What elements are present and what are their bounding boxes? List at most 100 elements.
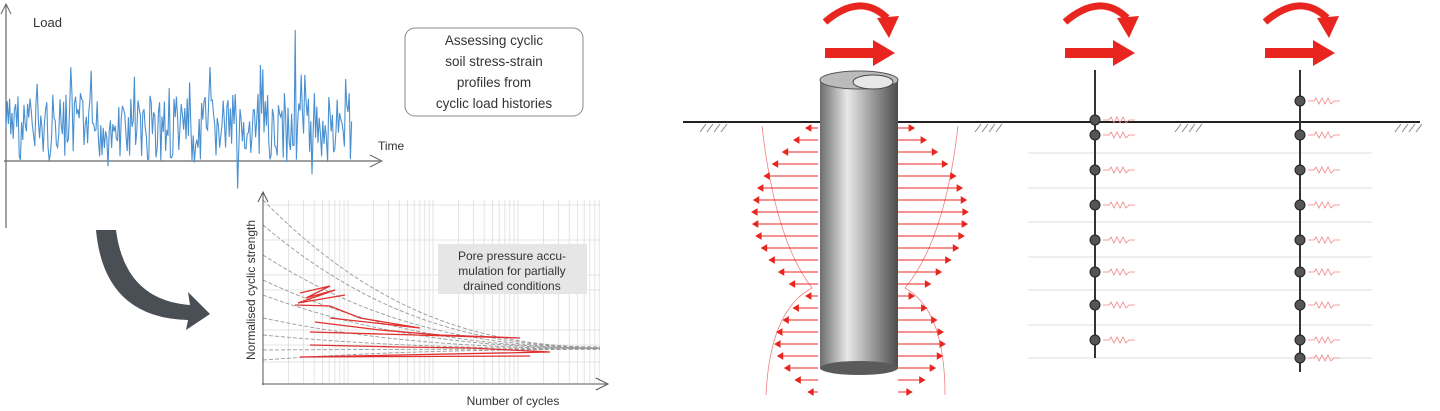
x-axis-label: Number of cycles — [467, 394, 560, 408]
spring-icon — [1308, 166, 1340, 174]
pressure-arrowhead-icon — [962, 208, 969, 216]
strength-curve — [262, 348, 601, 361]
pressure-arrowhead-icon — [788, 280, 796, 288]
note-box — [438, 244, 587, 294]
pressure-arrowhead-icon — [920, 136, 928, 144]
node — [1294, 334, 1306, 346]
pressure-arrowhead-icon — [771, 160, 779, 168]
pressure-arrowhead-icon — [931, 316, 938, 324]
pressure-arrowhead-icon — [807, 388, 814, 396]
pressure-arrowhead-icon — [776, 352, 784, 360]
pore-pressure-path — [299, 344, 551, 358]
hatch-mark — [995, 123, 1003, 133]
pressure-arrowhead-icon — [931, 148, 939, 156]
pressure-arrowhead-icon — [936, 352, 944, 360]
pressure-arrowhead-icon — [782, 316, 789, 324]
pressure-arrowhead-icon — [956, 184, 964, 192]
pressure-arrowhead-icon — [935, 268, 943, 276]
pressure-arrowhead-icon — [961, 220, 969, 228]
pressure-arrowhead-icon — [919, 376, 926, 384]
y-axis-arrow-icon — [0, 2, 12, 15]
spring-icon — [1103, 301, 1135, 309]
pressure-arrowhead-icon — [775, 328, 783, 336]
hatch-mark — [699, 123, 707, 133]
node — [1294, 266, 1306, 278]
spring-icon — [1308, 131, 1340, 139]
moment-arrowhead-icon — [877, 16, 899, 38]
spring-icon — [1308, 336, 1340, 344]
pressure-arrowhead-icon — [958, 232, 965, 240]
pressure-arrowhead-icon — [804, 292, 812, 300]
spring-icon — [1103, 336, 1135, 344]
spring-models — [1028, 70, 1372, 372]
node — [1089, 114, 1101, 126]
pressure-arrowhead-icon — [924, 280, 932, 288]
hatch-mark — [988, 123, 996, 133]
note-line: mulation for partially — [458, 264, 565, 278]
pressure-arrowhead-icon — [941, 160, 949, 168]
hatch-mark — [981, 123, 989, 133]
info-line: Assessing cyclic — [445, 33, 544, 48]
spring-icon — [1308, 301, 1340, 309]
hatch-mark — [706, 123, 714, 133]
force-arrow-icon — [825, 40, 895, 66]
spring-icon — [1103, 268, 1135, 276]
curved-arrow-icon — [96, 230, 210, 330]
moment-arrowhead-icon — [1117, 16, 1139, 38]
pressure-arrowhead-icon — [777, 268, 785, 276]
hatch-mark — [1188, 123, 1196, 133]
pressure-arrowhead-icon — [768, 256, 775, 264]
pile-model — [751, 70, 969, 396]
spring-icon — [1308, 236, 1340, 244]
y-axis-arrow-icon — [257, 190, 269, 203]
moment-arrow-icon — [1062, 2, 1130, 25]
pressure-arrowhead-icon — [921, 304, 928, 312]
pressure-arrowhead-icon — [960, 196, 968, 204]
strength-curve — [262, 224, 601, 348]
x-axis-arrow-icon — [595, 377, 610, 391]
hatch-mark — [1415, 123, 1423, 133]
load-signal — [5, 29, 353, 189]
spring-icon — [1103, 166, 1135, 174]
time-label: Time — [378, 139, 405, 153]
hatch-mark — [1181, 123, 1189, 133]
moment-arrow-icon — [1262, 2, 1330, 25]
pressure-arrowhead-icon — [763, 172, 770, 180]
pressure-arrowhead-icon — [781, 148, 789, 156]
node — [1294, 199, 1306, 211]
info-line: cyclic load histories — [436, 96, 553, 111]
pressure-arrowhead-icon — [950, 172, 957, 180]
hatch-mark — [1394, 123, 1402, 133]
spring-icon — [1308, 201, 1340, 209]
hatch-mark — [1408, 123, 1416, 133]
node — [1294, 164, 1306, 176]
info-box: Assessing cyclic soil stress-strain prof… — [404, 27, 584, 117]
note-line: drained conditions — [463, 279, 560, 293]
pressure-arrowhead-icon — [792, 136, 800, 144]
pore-pressure-path — [294, 304, 421, 329]
hatch-mark — [720, 123, 728, 133]
strength-curve — [262, 279, 601, 349]
hatch-mark — [1401, 123, 1409, 133]
force-arrow-icon — [1065, 40, 1135, 66]
pressure-arrowhead-icon — [792, 304, 799, 312]
pressure-arrowhead-icon — [774, 340, 781, 348]
pressure-arrowhead-icon — [906, 388, 913, 396]
strength-curve — [262, 317, 601, 349]
spring-icon — [1103, 236, 1135, 244]
moment-arrow-icon — [822, 2, 890, 25]
pressure-arrowhead-icon — [751, 208, 758, 216]
node — [1089, 164, 1101, 176]
spring-icon — [1308, 268, 1340, 276]
pore-pressure-path — [297, 285, 346, 304]
pile — [820, 80, 898, 368]
spring-icon — [1308, 97, 1340, 105]
strength-chart: Pore pressure accu- mulation for partial… — [244, 190, 610, 408]
node — [1294, 129, 1306, 141]
pressure-arrowhead-icon — [756, 184, 764, 192]
pressure-arrowhead-icon — [804, 124, 812, 132]
node — [1089, 234, 1101, 246]
pressure-arrowhead-icon — [939, 340, 946, 348]
y-axis-label: Normalised cyclic strength — [244, 220, 258, 360]
node — [1089, 129, 1101, 141]
